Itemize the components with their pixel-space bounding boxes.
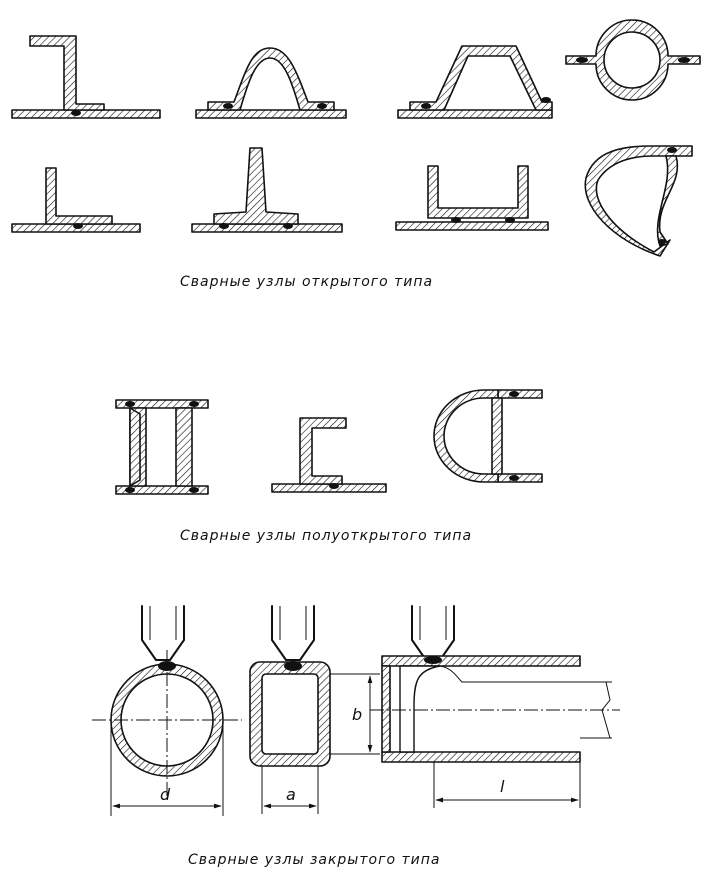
dimension-l-label: l xyxy=(500,777,505,796)
torch-nozzle xyxy=(141,605,185,661)
rect-tube-joint: b a xyxy=(249,605,380,814)
z-profile-joint xyxy=(11,35,161,119)
trapezoid-profile-joint xyxy=(397,45,553,119)
channel-joint xyxy=(395,165,549,231)
dimension-a-label: a xyxy=(286,785,296,804)
torch-nozzle-3 xyxy=(411,605,455,661)
torch-nozzle-2 xyxy=(271,605,315,661)
semi-open-type-caption: Сварные узлы полуоткрытого типа xyxy=(180,528,472,544)
t-rib-joint xyxy=(191,147,343,233)
closed-type-caption: Сварные узлы закрытого типа xyxy=(188,852,440,868)
curved-sheet-joint xyxy=(584,145,693,257)
dimension-b-label: b xyxy=(352,705,362,724)
ring-clamp-joint xyxy=(565,19,701,101)
open-type-caption: Сварные узлы открытого типа xyxy=(180,274,433,290)
longitudinal-pipe-joint: l xyxy=(370,605,620,808)
d-profile-joint xyxy=(433,389,543,483)
omega-profile-joint xyxy=(195,47,347,119)
pipe-joint: d xyxy=(92,605,242,816)
c-profile-joint xyxy=(271,417,387,493)
dimension-d-label: d xyxy=(160,785,171,804)
semi-open-type-group: Сварные узлы полуоткрытого типа xyxy=(115,389,543,544)
open-type-group: Сварные узлы открытого типа xyxy=(11,19,701,290)
angle-joint xyxy=(11,167,141,233)
i-beam-joint xyxy=(115,399,209,495)
closed-type-group: d b a xyxy=(92,605,620,868)
